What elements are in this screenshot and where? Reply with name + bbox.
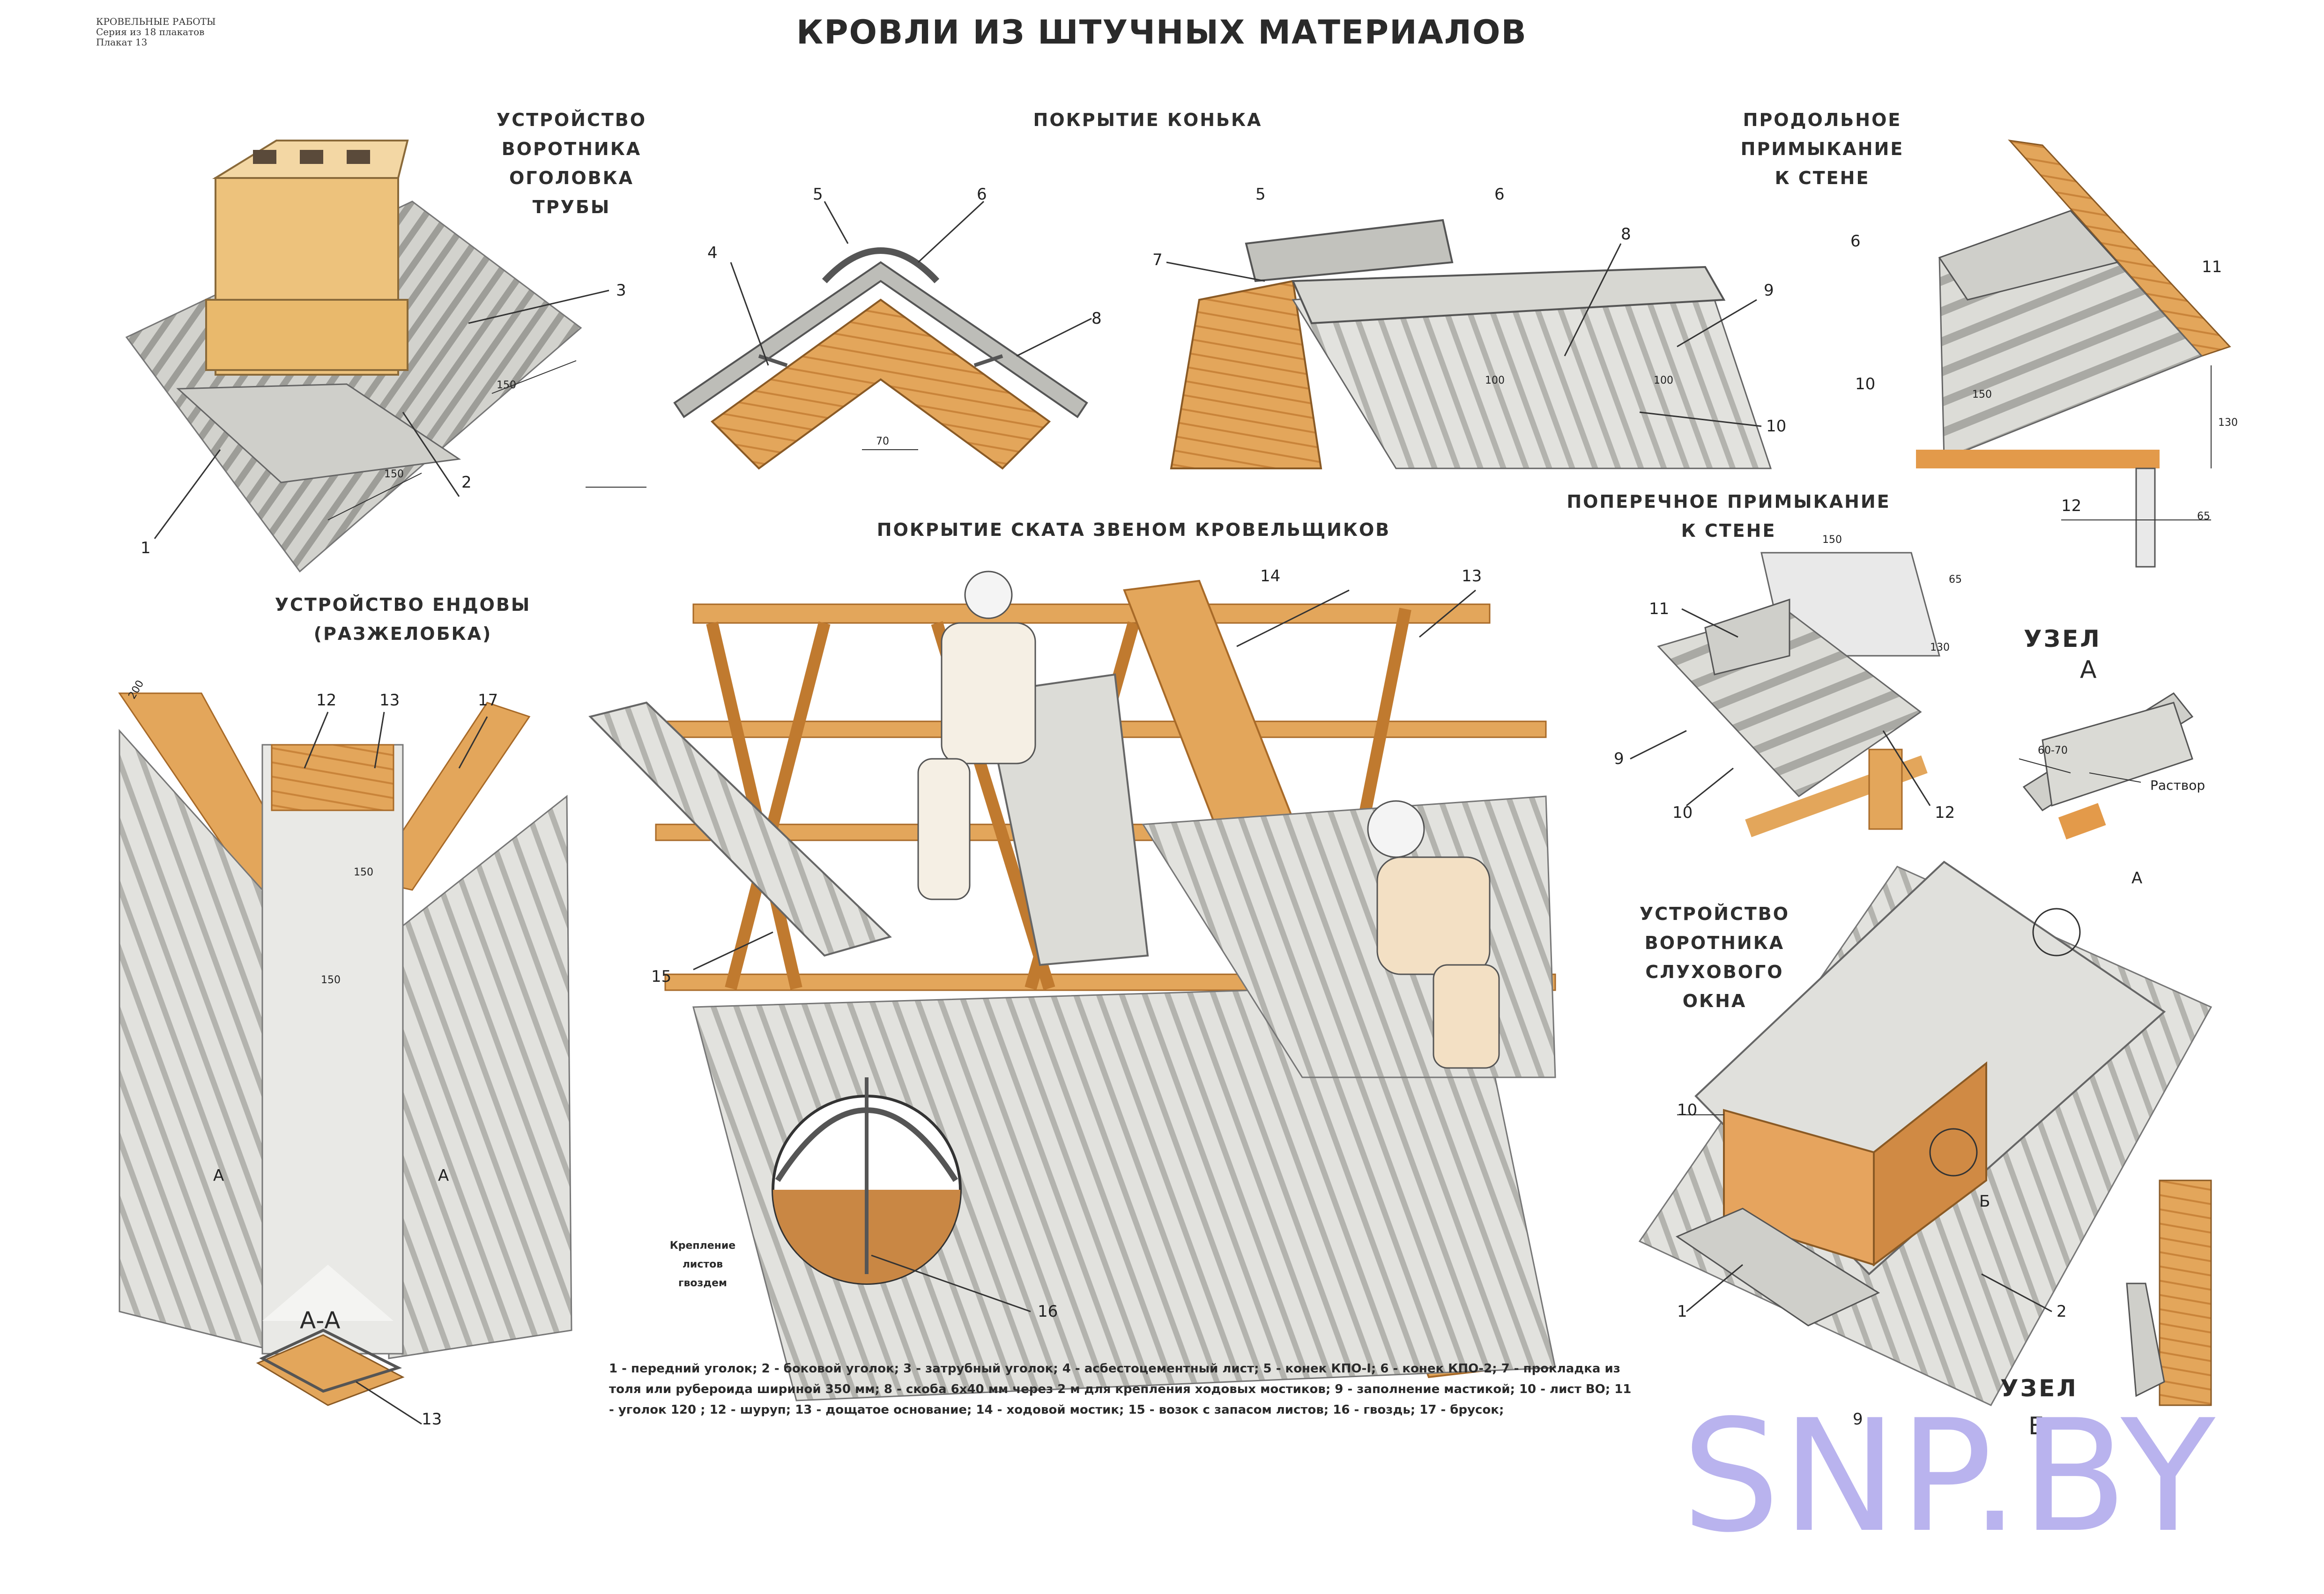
callout-dormer-9: 9: [1853, 1410, 1863, 1429]
cut-mark-left: А: [213, 1166, 224, 1185]
cut-mark-right: А: [438, 1166, 449, 1185]
ridge-section-illustration: [673, 200, 1092, 470]
series-line-3: Плакат 13: [96, 37, 148, 48]
fastening-caption: Крепление листов гвоздем: [669, 1240, 736, 1289]
callout-valley-12: 12: [316, 691, 337, 710]
callout-trans-12: 12: [1935, 803, 1955, 822]
series-header: КРОВЕЛЬНЫЕ РАБОТЫ Серия из 18 плакатов П…: [96, 16, 216, 47]
uzel-b-title: УЗЕЛ: [2000, 1375, 2078, 1402]
uzel-a-letter: А: [2080, 656, 2097, 684]
callout-trans-11: 11: [1649, 600, 1670, 618]
watermark: SNP.BY: [1682, 1386, 2217, 1566]
page-title: КРОВЛИ ИЗ ШТУЧНЫХ МАТЕРИАЛОВ: [796, 13, 1527, 52]
transverse-junction-illustration: [1630, 552, 1940, 838]
dim-valley-c: 150: [321, 974, 341, 986]
callout-ridge3d-9: 9: [1764, 281, 1774, 300]
callout-dormer-2: 2: [2057, 1302, 2067, 1321]
longitudinal-junction-illustration: [1916, 139, 2231, 568]
callout-long-11: 11: [2202, 258, 2222, 276]
series-line-1: КРОВЕЛЬНЫЕ РАБОТЫ: [96, 16, 216, 27]
dim-trans-offset: 65: [1949, 574, 1962, 586]
callout-slope-13: 13: [1462, 567, 1482, 586]
callout-long-12: 12: [2061, 497, 2082, 515]
callout-ridge3d-6: 6: [1494, 185, 1505, 204]
callout-ridge3d-5: 5: [1255, 185, 1266, 204]
callout-ridge-5: 5: [813, 185, 823, 204]
section-title-longitudinal: ПРОДОЛЬНОЕ ПРИМЫКАНИЕ К СТЕНЕ: [1740, 110, 1904, 188]
callout-ridge-6: 6: [977, 185, 987, 204]
dim-valley-b: 150: [354, 867, 373, 878]
legend-text: 1 - передний уголок; 2 - боковой уголок;…: [609, 1362, 1632, 1417]
ridge-3d-illustration: [1166, 219, 1772, 469]
dim-long-offset: 65: [2197, 511, 2210, 522]
chimney-illustration: [125, 140, 609, 573]
dim-trans-height: 130: [1930, 642, 1950, 653]
dormer-mark-a: А: [2131, 869, 2143, 888]
section-title-dormer: УСТРОЙСТВО ВОРОТНИКА СЛУХОВОГО ОКНА: [1639, 904, 1790, 1011]
callout-chimney-2: 2: [461, 473, 472, 492]
dim-long-overlap: 150: [1972, 389, 1992, 400]
callout-dormer-10: 10: [1677, 1101, 1698, 1120]
series-line-2: Серия из 18 плакатов: [96, 26, 205, 37]
uzel-b-letter: Б: [2028, 1412, 2045, 1440]
callout-ridge3d-7: 7: [1152, 251, 1163, 269]
slope-scene-illustration: [588, 571, 1560, 1405]
callout-ridge-8: 8: [1091, 309, 1102, 328]
section-title-valley: УСТРОЙСТВО ЕНДОВЫ (РАЗЖЕЛОБКА): [275, 594, 531, 644]
callout-chimney-1: 1: [141, 539, 151, 557]
valley-illustration: [118, 487, 646, 1425]
callout-trans-9: 9: [1614, 749, 1624, 768]
callout-slope-16: 16: [1038, 1302, 1058, 1321]
dim-chimney-b: 150: [384, 468, 404, 480]
callout-slope-15: 15: [651, 967, 672, 986]
section-title-transverse: ПОПЕРЕЧНОЕ ПРИМЫКАНИЕ К СТЕНЕ: [1567, 491, 1891, 541]
dim-long-height: 130: [2218, 417, 2238, 429]
dim-ridge-overlap-a: 100: [1485, 375, 1505, 386]
callout-ridge-4: 4: [707, 244, 718, 262]
section-title-chimney: УСТРОЙСТВО ВОРОТНИКА ОГОЛОВКА ТРУБЫ: [496, 110, 647, 217]
callout-valley-13b: 13: [422, 1410, 442, 1429]
section-title-slope: ПОКРЫТИЕ СКАТА ЗВЕНОМ КРОВЕЛЬЩИКОВ: [876, 519, 1391, 540]
uzel-a-illustration: [2019, 692, 2194, 840]
callout-ridge3d-10: 10: [1766, 417, 1787, 436]
dormer-illustration: [1638, 860, 2213, 1406]
section-title-ridge: ПОКРЫТИЕ КОНЬКА: [1033, 110, 1262, 130]
callout-trans-10: 10: [1672, 803, 1693, 822]
callout-chimney-3: 3: [616, 281, 626, 300]
dim-ridge-overlap-b: 100: [1654, 375, 1673, 386]
callout-long-10: 10: [1855, 375, 1876, 393]
callout-ridge3d-8: 8: [1621, 225, 1631, 244]
callout-slope-14: 14: [1260, 567, 1281, 586]
dormer-mark-b: Б: [1979, 1192, 1990, 1211]
dim-trans-overlap: 150: [1822, 534, 1842, 546]
section-aa-label: А-А: [300, 1307, 341, 1334]
dim-chimney-a: 150: [497, 379, 516, 391]
dim-ridge-gap: 70: [876, 436, 889, 447]
dim-uzel-a-range: 60-70: [2038, 745, 2068, 756]
mortar-label: Раствор: [2150, 778, 2205, 793]
callout-valley-13: 13: [379, 691, 400, 710]
callout-dormer-1: 1: [1677, 1302, 1687, 1321]
callout-valley-17: 17: [478, 691, 498, 710]
uzel-a-title: УЗЕЛ: [2024, 625, 2101, 652]
callout-long-6: 6: [1850, 232, 1861, 251]
